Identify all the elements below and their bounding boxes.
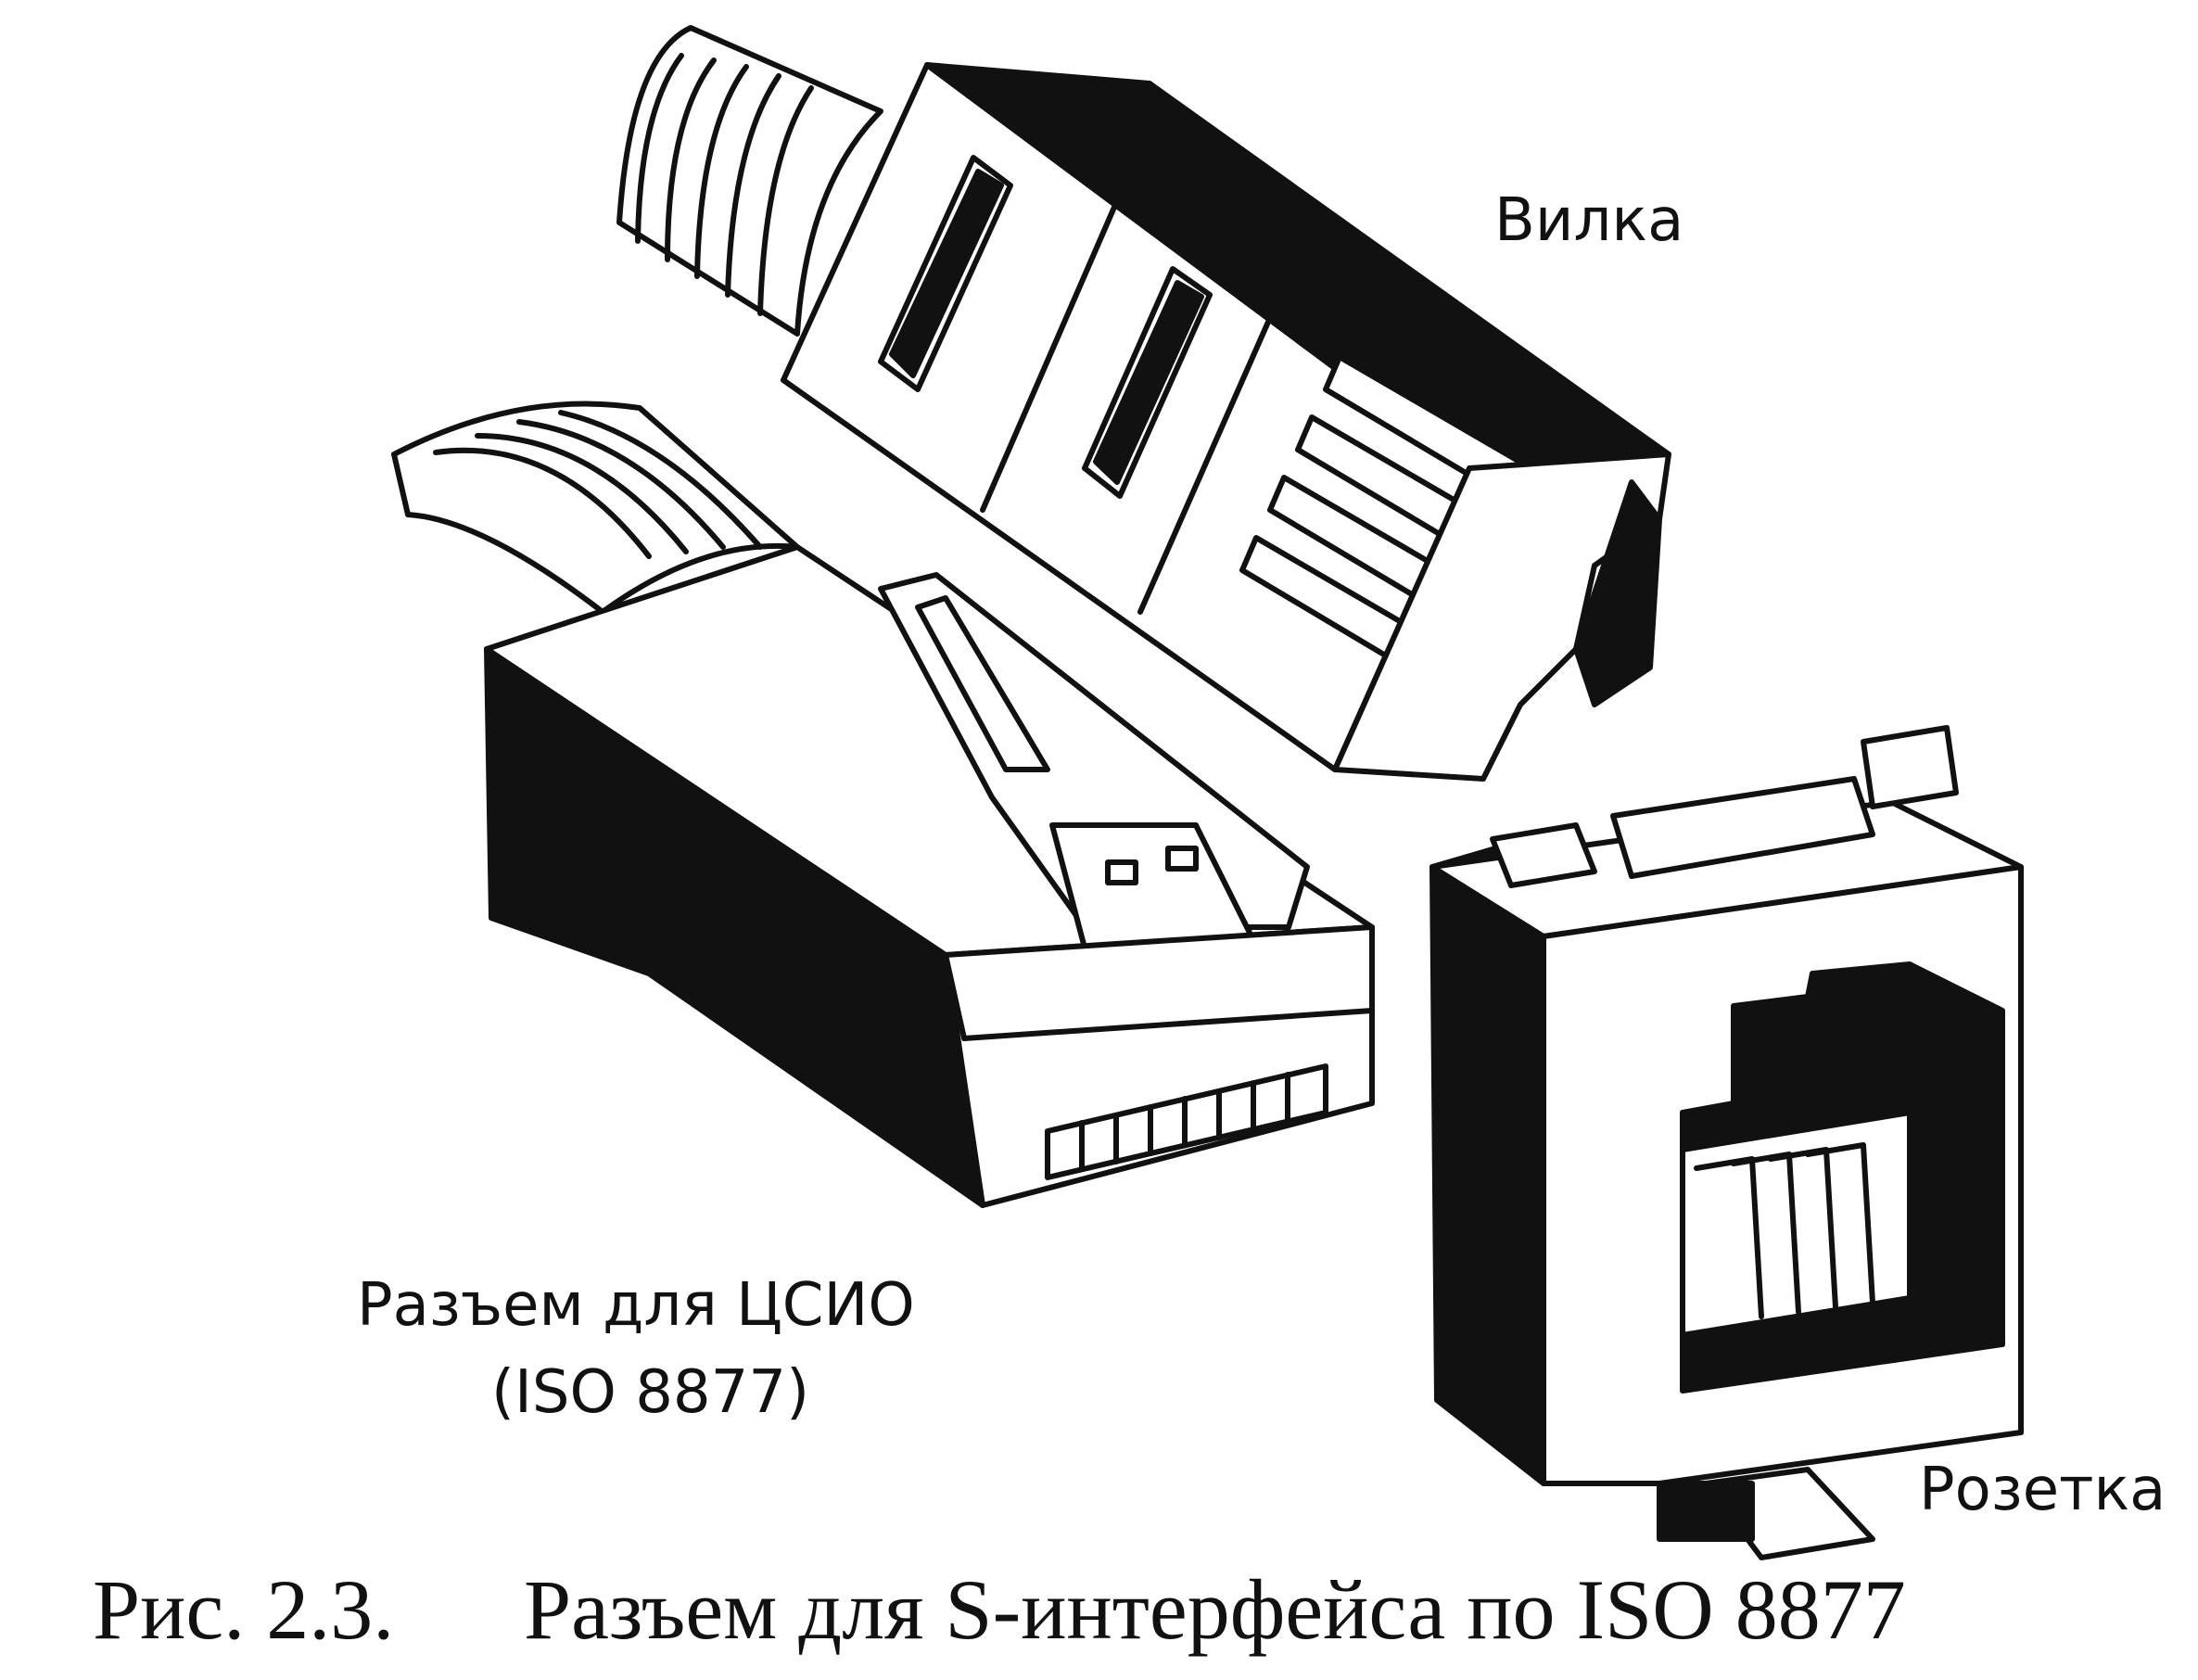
isdn-front-face — [943, 924, 1375, 1208]
isdn-connector-drawing — [391, 401, 1375, 1208]
socket-drawing — [1429, 725, 2024, 1560]
socket-contacts — [1694, 1142, 1875, 1319]
label-plug: Вилка — [1494, 186, 1684, 255]
label-socket: Розетка — [1919, 1456, 2166, 1524]
isdn-contacts — [1045, 1063, 1328, 1180]
figure-number: Рис. 2.3. — [93, 1562, 395, 1657]
label-isdn-connector: Разъем для ЦСИО — [357, 1271, 915, 1340]
socket-side — [1429, 832, 1546, 1486]
plug-ribbon-cable — [616, 25, 883, 337]
plug-drawing — [616, 25, 1671, 782]
label-isdn-connector-standard: (ISO 8877) — [491, 1358, 810, 1427]
figure-caption: Разъем для S-интерфейса по ISO 8877 — [524, 1562, 1906, 1657]
isdn-ribbon-cable — [391, 401, 800, 615]
